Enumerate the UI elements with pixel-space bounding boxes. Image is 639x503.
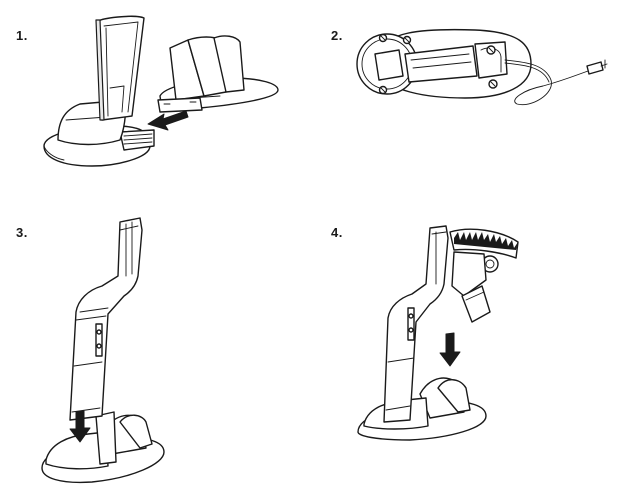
handheld-vacuum	[70, 218, 142, 420]
attach-arrow	[440, 333, 460, 366]
step-1-number: 1.	[16, 28, 28, 43]
base-with-holder	[358, 378, 486, 440]
step-4-number: 4.	[331, 225, 343, 240]
vacuum-holder-tube	[96, 16, 144, 120]
step-3-number: 3.	[16, 225, 28, 240]
base-with-holder	[42, 412, 164, 482]
docked-vacuum	[384, 226, 448, 422]
step-1-illustration	[40, 12, 290, 172]
step-2-number: 2.	[331, 28, 343, 43]
step-4-illustration	[350, 212, 540, 452]
brush-head-attachment	[450, 229, 518, 322]
insert-arrow	[70, 411, 90, 442]
step-3-illustration	[36, 216, 176, 496]
base-underside	[357, 30, 531, 98]
brush-holder-insert	[158, 36, 278, 112]
step-2-illustration	[355, 20, 615, 120]
slide-arrow	[148, 111, 188, 130]
power-cable	[505, 60, 607, 105]
